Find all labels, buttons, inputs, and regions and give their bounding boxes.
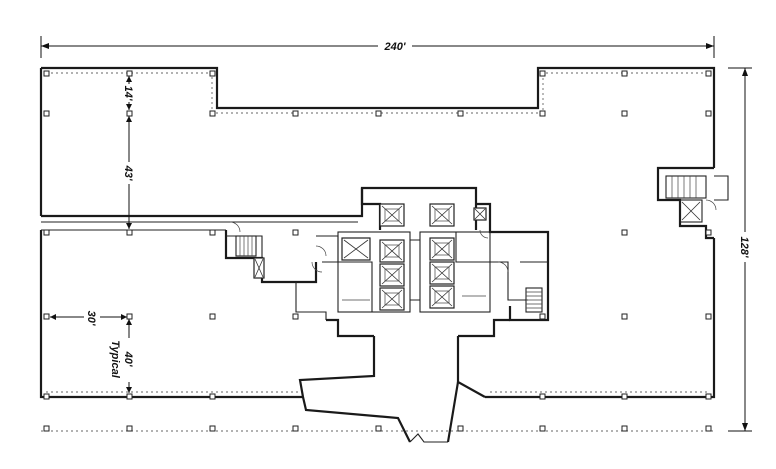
stair-west [235, 235, 257, 257]
elevator-shaft [379, 287, 405, 311]
notch-label: 14' [122, 86, 134, 101]
depth-label: 128' [738, 237, 750, 258]
elevator-shaft [429, 203, 455, 227]
north-bay-dimension: 43' [121, 116, 137, 229]
elevator-shaft [429, 261, 455, 285]
elevator-banks [253, 203, 487, 311]
stair-east [525, 287, 543, 313]
width-label: 240' [384, 41, 406, 53]
entry-lobby [298, 336, 486, 443]
column-grid [43, 70, 712, 432]
south-bay-label: 40' [122, 351, 134, 367]
elevator-shaft [379, 239, 405, 263]
typical-label: Typical [109, 340, 121, 378]
elevator-shaft [473, 207, 487, 221]
bay-width-label: 30' [85, 311, 97, 326]
north-bay-label: 43' [122, 165, 134, 181]
stair-annex [656, 166, 729, 240]
elevator-shaft [429, 237, 455, 261]
building-shell [39, 66, 716, 432]
elevator-shaft [253, 257, 265, 279]
elevator-shaft [379, 263, 405, 287]
south-bay-dimension: 40' Typical [100, 319, 134, 393]
elevator-shaft [341, 237, 371, 261]
width-dimension: 240' [40, 36, 715, 58]
notch-dimension: 14' [121, 76, 137, 110]
elevator-shaft [429, 285, 455, 309]
bay-width-dimension: 30' [50, 308, 127, 330]
elevator-shaft [379, 203, 405, 227]
depth-dimension: 128' [728, 67, 753, 432]
